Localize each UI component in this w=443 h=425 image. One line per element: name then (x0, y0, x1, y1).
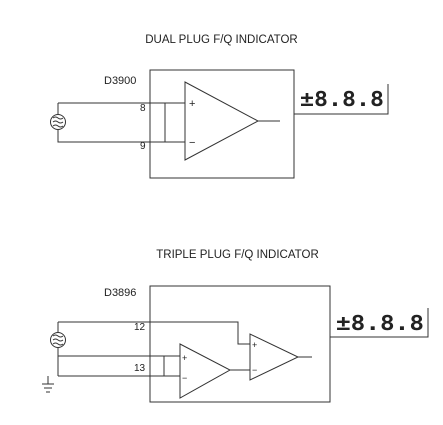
sensor-icon (50, 332, 66, 348)
seven-segment-display-icon: ±8.8.8 (336, 311, 424, 335)
diagram2-display (329, 308, 429, 338)
diagram1-wiring (150, 102, 185, 143)
diagram2-opamp2-plus: + (252, 340, 257, 350)
diagram2-opamp1-minus: − (182, 373, 187, 383)
diagram2-part-number: D3896 (104, 287, 137, 299)
seven-segment-display-icon: ±8.8.8 (300, 87, 384, 111)
diagram1-part-number: D3900 (104, 75, 137, 87)
diagram2-pin-a: 12 (134, 322, 146, 333)
diagram2-frame (149, 285, 331, 403)
diagram2-title: TRIPLE PLUG F/Q INDICATOR (156, 249, 319, 261)
diagram1-title: DUAL PLUG F/Q INDICATOR (145, 34, 298, 46)
diagram1-connector (57, 102, 151, 143)
diagram2-wiring (150, 321, 250, 377)
sensor-icon (50, 114, 66, 130)
diagram2-connector (57, 321, 150, 377)
diagram1-frame (149, 69, 295, 179)
op-amp-icon (179, 343, 232, 399)
op-amp-icon (249, 333, 312, 381)
diagram1-opamp-minus: − (189, 137, 195, 149)
diagram2-opamp2-minus: − (252, 365, 257, 375)
diagram2-opamp1-plus: + (182, 353, 187, 363)
diagram1-pin-b: 9 (140, 141, 146, 152)
diagram2-pin-b: 13 (134, 363, 146, 374)
diagram1-opamp-plus: + (189, 98, 195, 110)
ground-icon (42, 376, 54, 393)
op-amp-icon (184, 81, 280, 161)
diagram1-pin-a: 8 (140, 103, 146, 114)
diagram1-display (293, 84, 389, 115)
